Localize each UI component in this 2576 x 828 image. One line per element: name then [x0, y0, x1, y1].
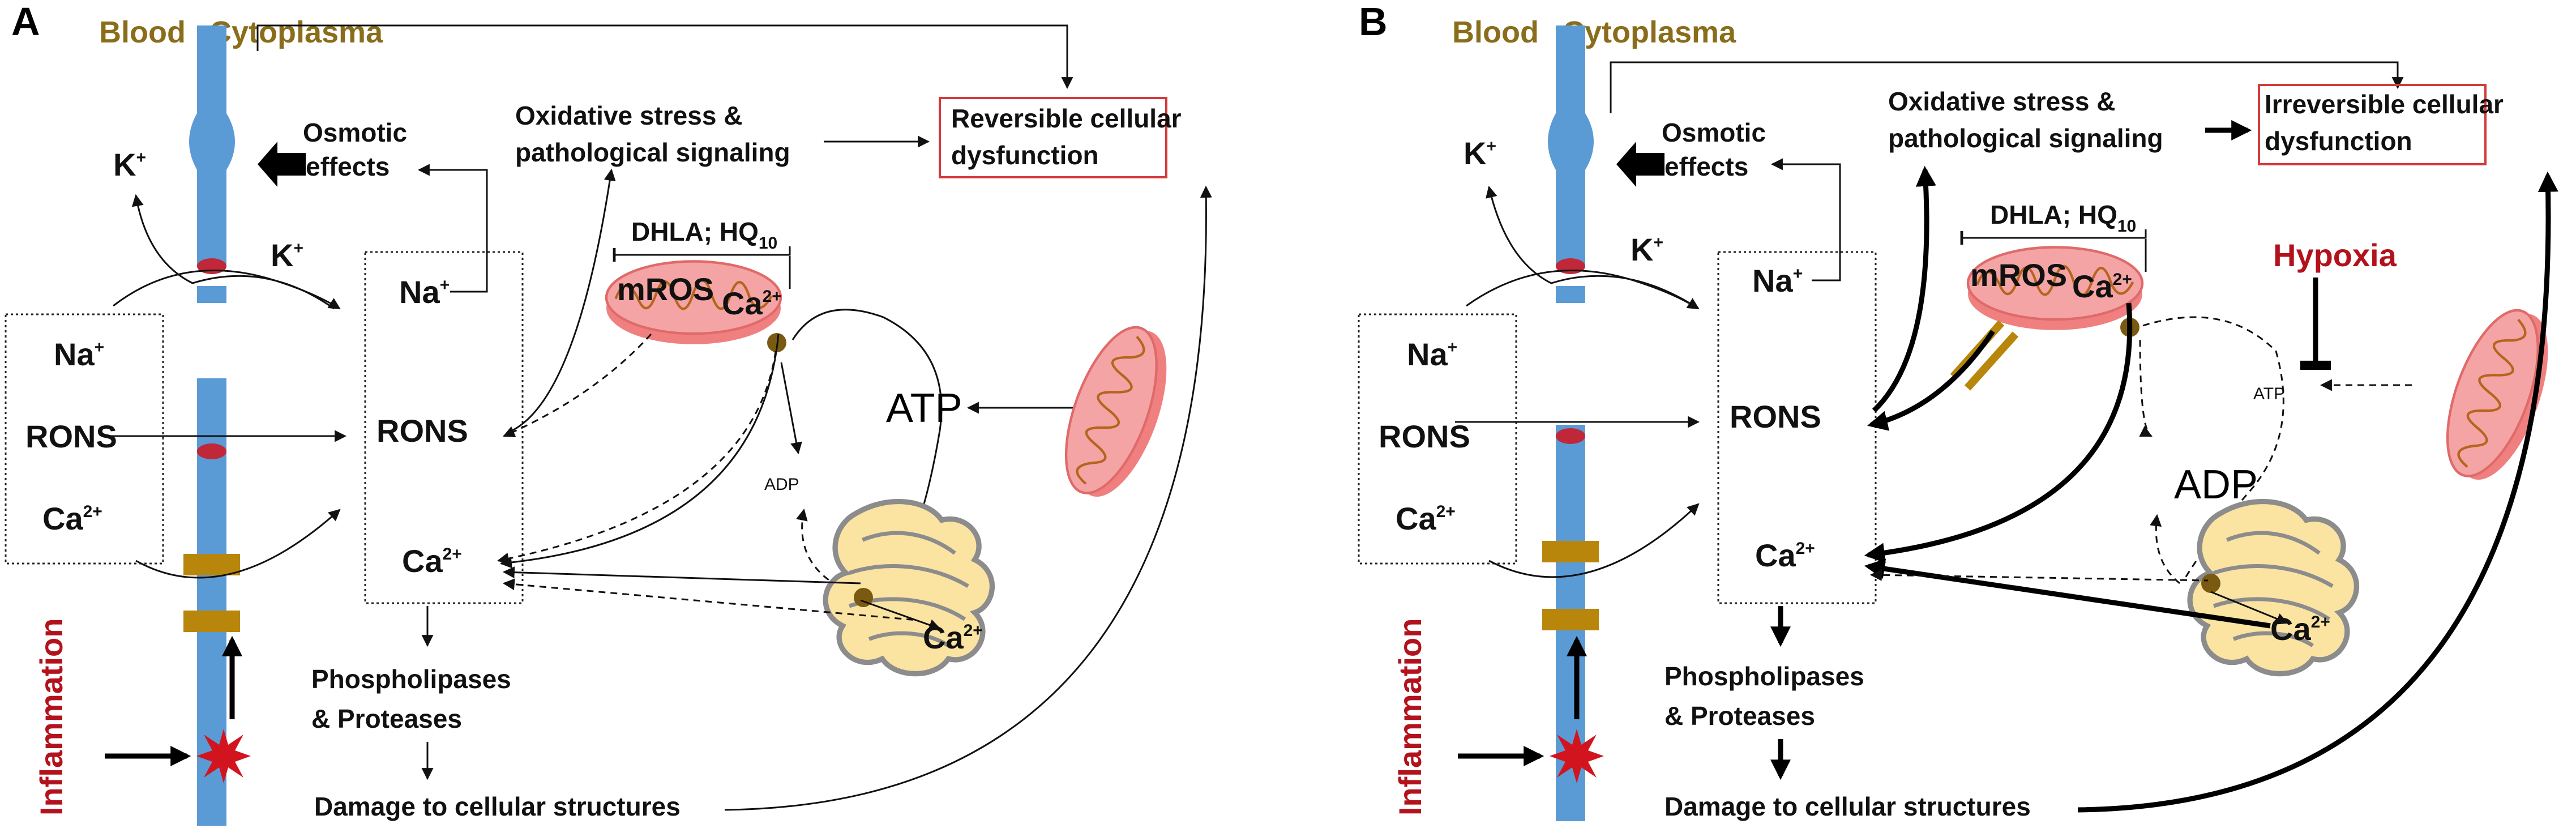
- na-label: Na+: [399, 274, 450, 310]
- ion-channel-icon: [1542, 541, 1599, 562]
- dhla-label: DHLA; HQ10: [1990, 200, 2136, 236]
- dysfunction-label-2: dysfunction: [951, 140, 1099, 170]
- ca-label: Ca2+: [1755, 537, 1815, 573]
- extracellular-box: [5, 313, 164, 565]
- oxidative-label: Oxidative stress &: [515, 101, 742, 130]
- oxidative-label-2: pathological signaling: [1888, 123, 2163, 153]
- osmotic-label: Osmotic: [1662, 118, 1766, 147]
- dysfunction-label-2: dysfunction: [2265, 126, 2412, 156]
- mitochondrion-icon: [1047, 316, 1185, 508]
- left-ca-label: Ca2+: [42, 501, 102, 536]
- phospho-label: Phospholipases: [1664, 661, 1864, 691]
- blood-label: Blood: [99, 15, 186, 49]
- mros-label: mROS: [617, 271, 714, 307]
- left-na-label: Na+: [1407, 336, 1457, 372]
- ion-channel-icon: [1542, 609, 1599, 630]
- mros-label: mROS: [1970, 257, 2067, 293]
- k-out-label: K+: [1464, 135, 1496, 171]
- dysfunction-label: Reversible cellular: [951, 104, 1182, 133]
- phospho-label-2: & Proteases: [311, 704, 462, 733]
- panel-letter: A: [11, 0, 40, 44]
- k-out-label: K+: [113, 147, 146, 182]
- cytoplasma-label: Cytoplasma: [209, 15, 383, 49]
- panel-letter: B: [1359, 0, 1388, 44]
- rons-label: RONS: [1730, 399, 1821, 434]
- ion-channel-icon: [183, 611, 240, 632]
- adp-label: ADP: [2174, 462, 2258, 507]
- cell-membrane-vessel: [1548, 25, 1594, 821]
- k-in-label: K+: [271, 237, 303, 273]
- atp-label: ATP: [2253, 385, 2285, 403]
- mito-ca-label: Ca2+: [722, 285, 782, 321]
- dysfunction-label: Irreversible cellular: [2265, 89, 2504, 119]
- damage-label: Damage to cellular structures: [314, 792, 681, 821]
- left-rons-label: RONS: [25, 419, 117, 454]
- cytoplasma-label: Cytoplasma: [1563, 15, 1736, 49]
- panel-a: A Blood Cytoplasma Inflammation K+ K+ Na…: [5, 0, 1212, 826]
- endoplasmic-reticulum-icon: [825, 502, 992, 674]
- panel-b: B Blood Cytoplasma Inflammation K+ K+ Na…: [1358, 0, 2566, 821]
- dhla-label: DHLA; HQ10: [631, 217, 777, 253]
- serca-channel-icon: [2201, 574, 2220, 593]
- oxidative-label: Oxidative stress &: [1888, 87, 2115, 116]
- ca-label: Ca2+: [402, 543, 462, 579]
- blood-label: Blood: [1452, 15, 1539, 49]
- adp-label: ADP: [764, 475, 799, 494]
- oxidative-label-2: pathological signaling: [515, 138, 790, 167]
- inflammation-label: Inflammation: [33, 618, 69, 816]
- extracellular-box: [1358, 313, 1517, 565]
- osmotic-label-2: effects: [306, 152, 390, 181]
- dysfunction-box: [2258, 84, 2487, 165]
- ion-channel-icon: [183, 554, 240, 575]
- osmotic-label-2: effects: [1664, 152, 1748, 181]
- left-na-label: Na+: [54, 336, 104, 372]
- cell-membrane-vessel: [189, 25, 235, 826]
- left-ca-label: Ca2+: [1396, 501, 1456, 536]
- rons-label: RONS: [376, 413, 468, 449]
- phospho-label: Phospholipases: [311, 664, 511, 694]
- hypoxia-label: Hypoxia: [2273, 237, 2397, 273]
- na-label: Na+: [1752, 263, 1803, 298]
- inflammation-label: Inflammation: [1392, 618, 1428, 816]
- atp-label: ATP: [886, 386, 962, 431]
- mito-ca-label: Ca2+: [2072, 268, 2132, 304]
- phospho-label-2: & Proteases: [1664, 701, 1815, 731]
- damage-label: Damage to cellular structures: [1664, 792, 2031, 821]
- k-in-label: K+: [1631, 232, 1663, 267]
- osmotic-label: Osmotic: [303, 118, 407, 147]
- dysfunction-box: [939, 97, 1167, 178]
- left-rons-label: RONS: [1379, 419, 1470, 454]
